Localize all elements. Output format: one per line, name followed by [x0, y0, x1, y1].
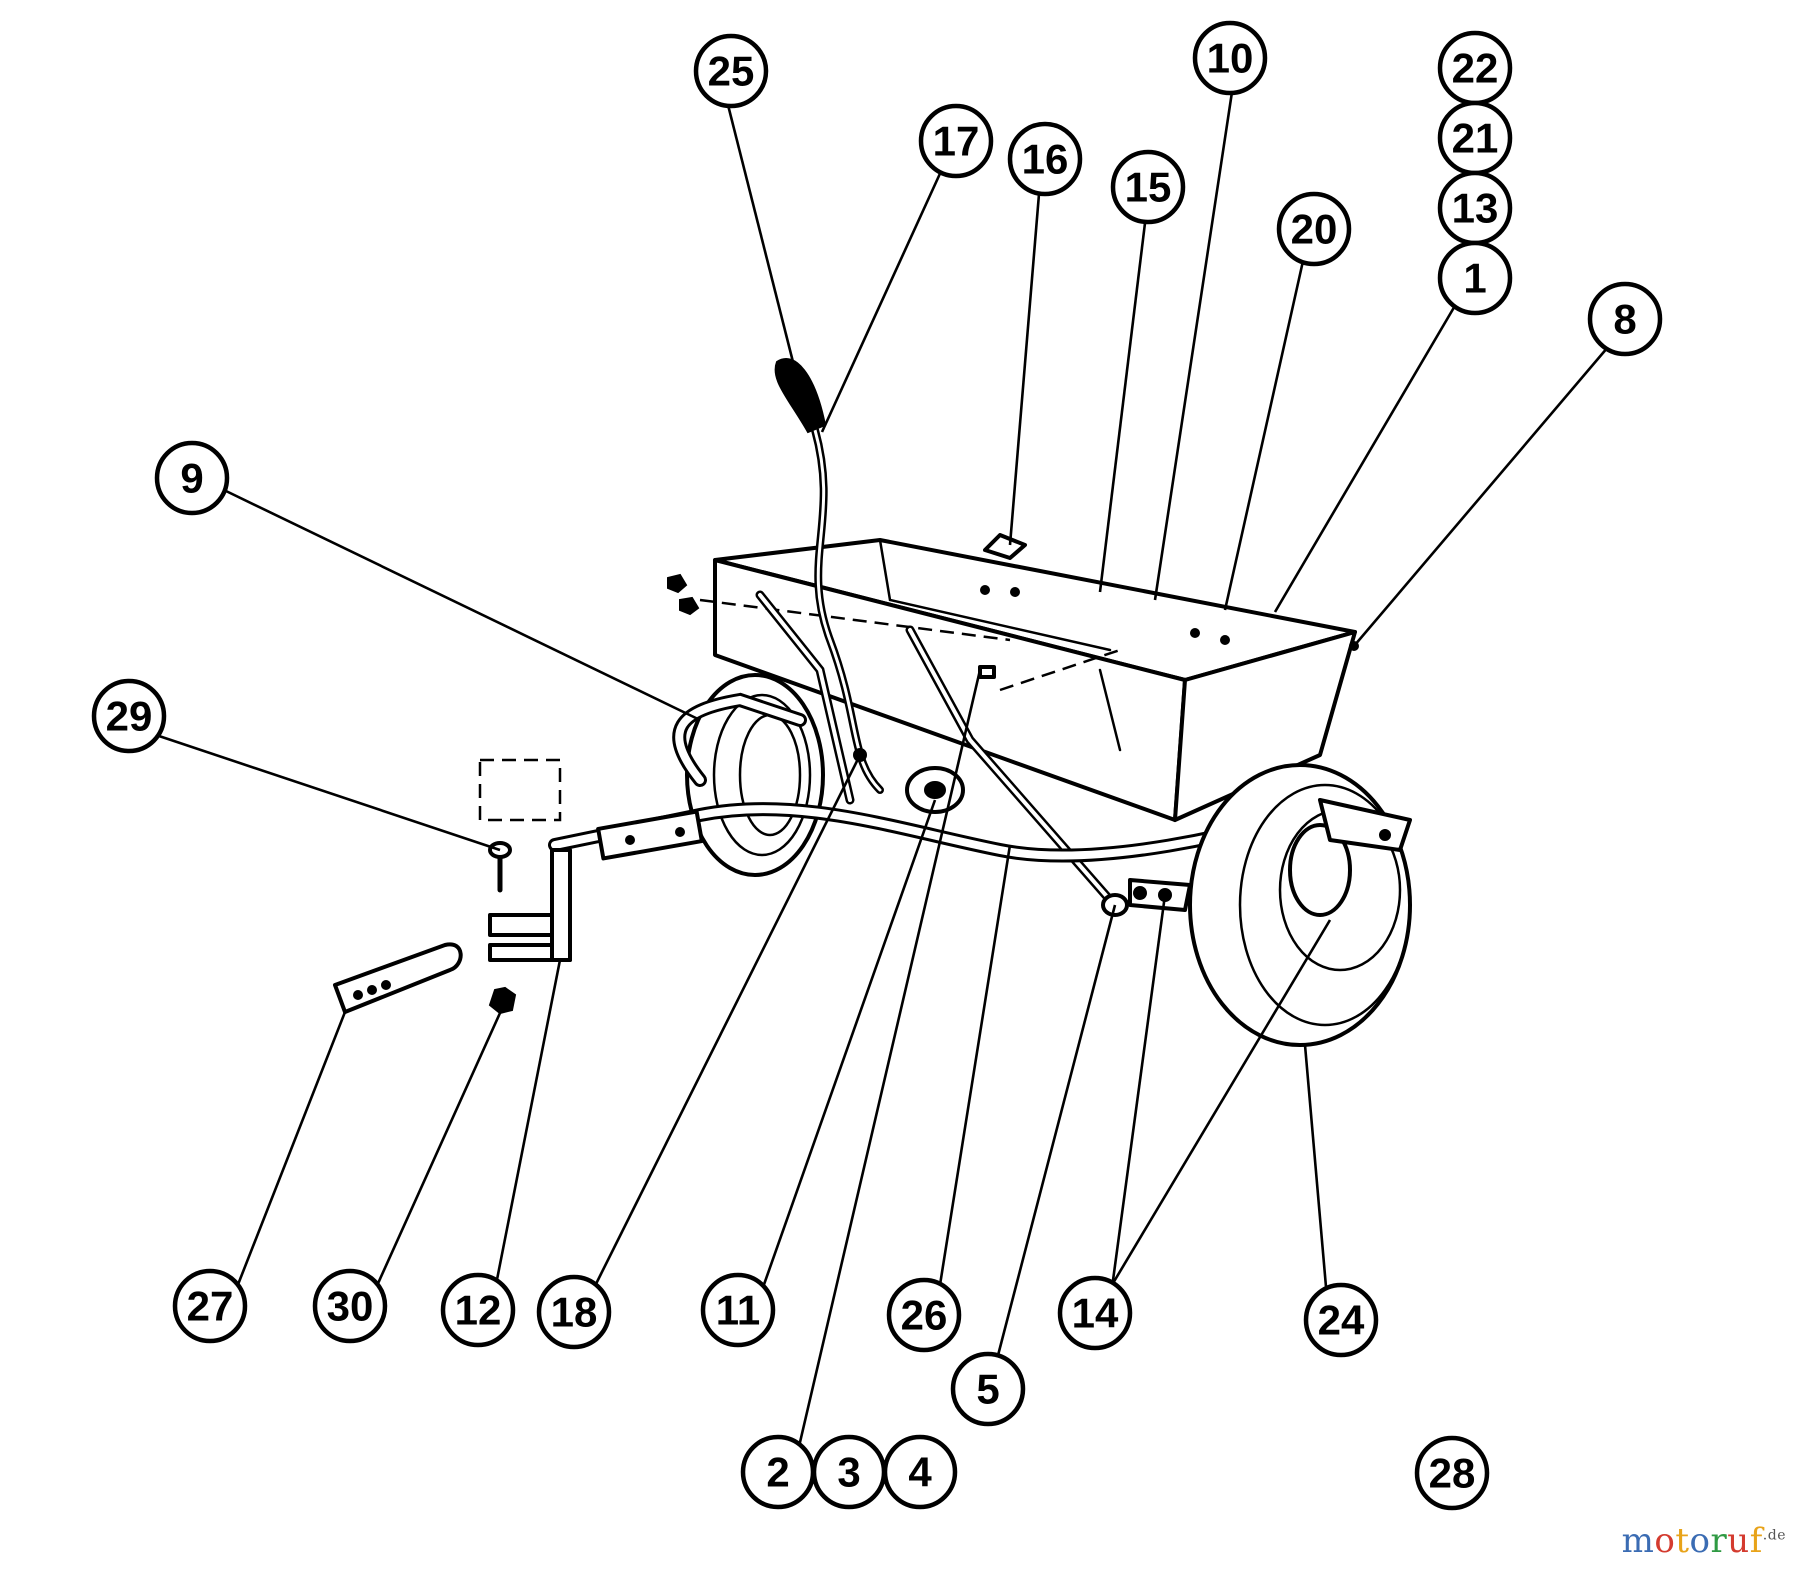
callout-26: 26	[886, 1277, 962, 1353]
hitch-bracket	[478, 758, 572, 1015]
watermark-letter: t	[1675, 1521, 1690, 1561]
svg-text:4: 4	[908, 1449, 932, 1496]
svg-text:2: 2	[766, 1449, 789, 1496]
callout-15: 15	[1110, 149, 1186, 225]
watermark-letter: r	[1710, 1521, 1728, 1561]
callout-16: 16	[1007, 121, 1083, 197]
watermark-suffix: .de	[1762, 1527, 1786, 1544]
right-wheel	[1188, 763, 1412, 1047]
hopper-latch	[983, 533, 1027, 560]
svg-text:3: 3	[837, 1449, 860, 1496]
callout-3: 3	[811, 1434, 887, 1510]
svg-text:11: 11	[716, 1287, 760, 1334]
svg-text:10: 10	[1207, 35, 1254, 82]
callout-30: 30	[312, 1268, 388, 1344]
callout-5: 5	[950, 1351, 1026, 1427]
callout-14: 14	[1057, 1275, 1133, 1351]
callout-11: 11	[700, 1272, 776, 1348]
watermark-text: motoruf	[1622, 1521, 1763, 1561]
callout-18: 18	[536, 1274, 612, 1350]
svg-text:30: 30	[327, 1283, 374, 1330]
callout-1: 1	[1437, 240, 1513, 316]
svg-text:1: 1	[1463, 255, 1486, 302]
callout-24: 24	[1303, 1282, 1379, 1358]
callout-8: 8	[1587, 281, 1663, 357]
callout-27: 27	[172, 1268, 248, 1344]
svg-text:29: 29	[106, 693, 153, 740]
callout-22: 22	[1437, 30, 1513, 106]
svg-text:20: 20	[1291, 206, 1338, 253]
hitch-plate	[333, 942, 463, 1014]
callout-4: 4	[882, 1434, 958, 1510]
svg-text:9: 9	[180, 455, 203, 502]
callouts: 25 17 16 15 10 20 22 21 13 1 8 9 29 27 3…	[91, 20, 1663, 1511]
svg-text:13: 13	[1452, 185, 1499, 232]
callout-20: 20	[1276, 191, 1352, 267]
callout-9: 9	[154, 440, 230, 516]
svg-text:27: 27	[187, 1283, 234, 1330]
callout-2: 2	[740, 1434, 816, 1510]
svg-text:14: 14	[1072, 1290, 1119, 1337]
watermark-letter: o	[1689, 1521, 1711, 1561]
callout-12: 12	[440, 1272, 516, 1348]
leader-lines	[155, 91, 1609, 1469]
watermark-logo: motoruf.de	[1622, 1521, 1786, 1561]
svg-text:28: 28	[1429, 1450, 1476, 1497]
svg-text:17: 17	[933, 118, 980, 165]
callout-13: 13	[1437, 170, 1513, 246]
svg-text:24: 24	[1318, 1297, 1365, 1344]
watermark-letter: m	[1621, 1521, 1655, 1561]
callout-25: 25	[693, 33, 769, 109]
svg-text:22: 22	[1452, 45, 1499, 92]
callout-21: 21	[1437, 100, 1513, 176]
watermark-letter: u	[1727, 1521, 1750, 1561]
svg-text:16: 16	[1022, 136, 1069, 183]
svg-text:8: 8	[1613, 296, 1636, 343]
svg-text:25: 25	[708, 48, 755, 95]
watermark-letter: o	[1654, 1521, 1676, 1561]
axle-clamp	[1101, 878, 1192, 917]
svg-text:21: 21	[1452, 115, 1499, 162]
svg-text:18: 18	[551, 1289, 598, 1336]
svg-text:12: 12	[455, 1287, 502, 1334]
watermark-letter: f	[1749, 1521, 1763, 1561]
callout-28: 28	[1414, 1435, 1490, 1511]
spreader-drawing	[333, 358, 1412, 1047]
callout-10: 10	[1192, 20, 1268, 96]
callout-29: 29	[91, 678, 167, 754]
svg-text:26: 26	[901, 1292, 948, 1339]
svg-text:15: 15	[1125, 164, 1172, 211]
svg-text:5: 5	[976, 1366, 999, 1413]
hopper	[699, 538, 1359, 822]
callout-17: 17	[918, 103, 994, 179]
